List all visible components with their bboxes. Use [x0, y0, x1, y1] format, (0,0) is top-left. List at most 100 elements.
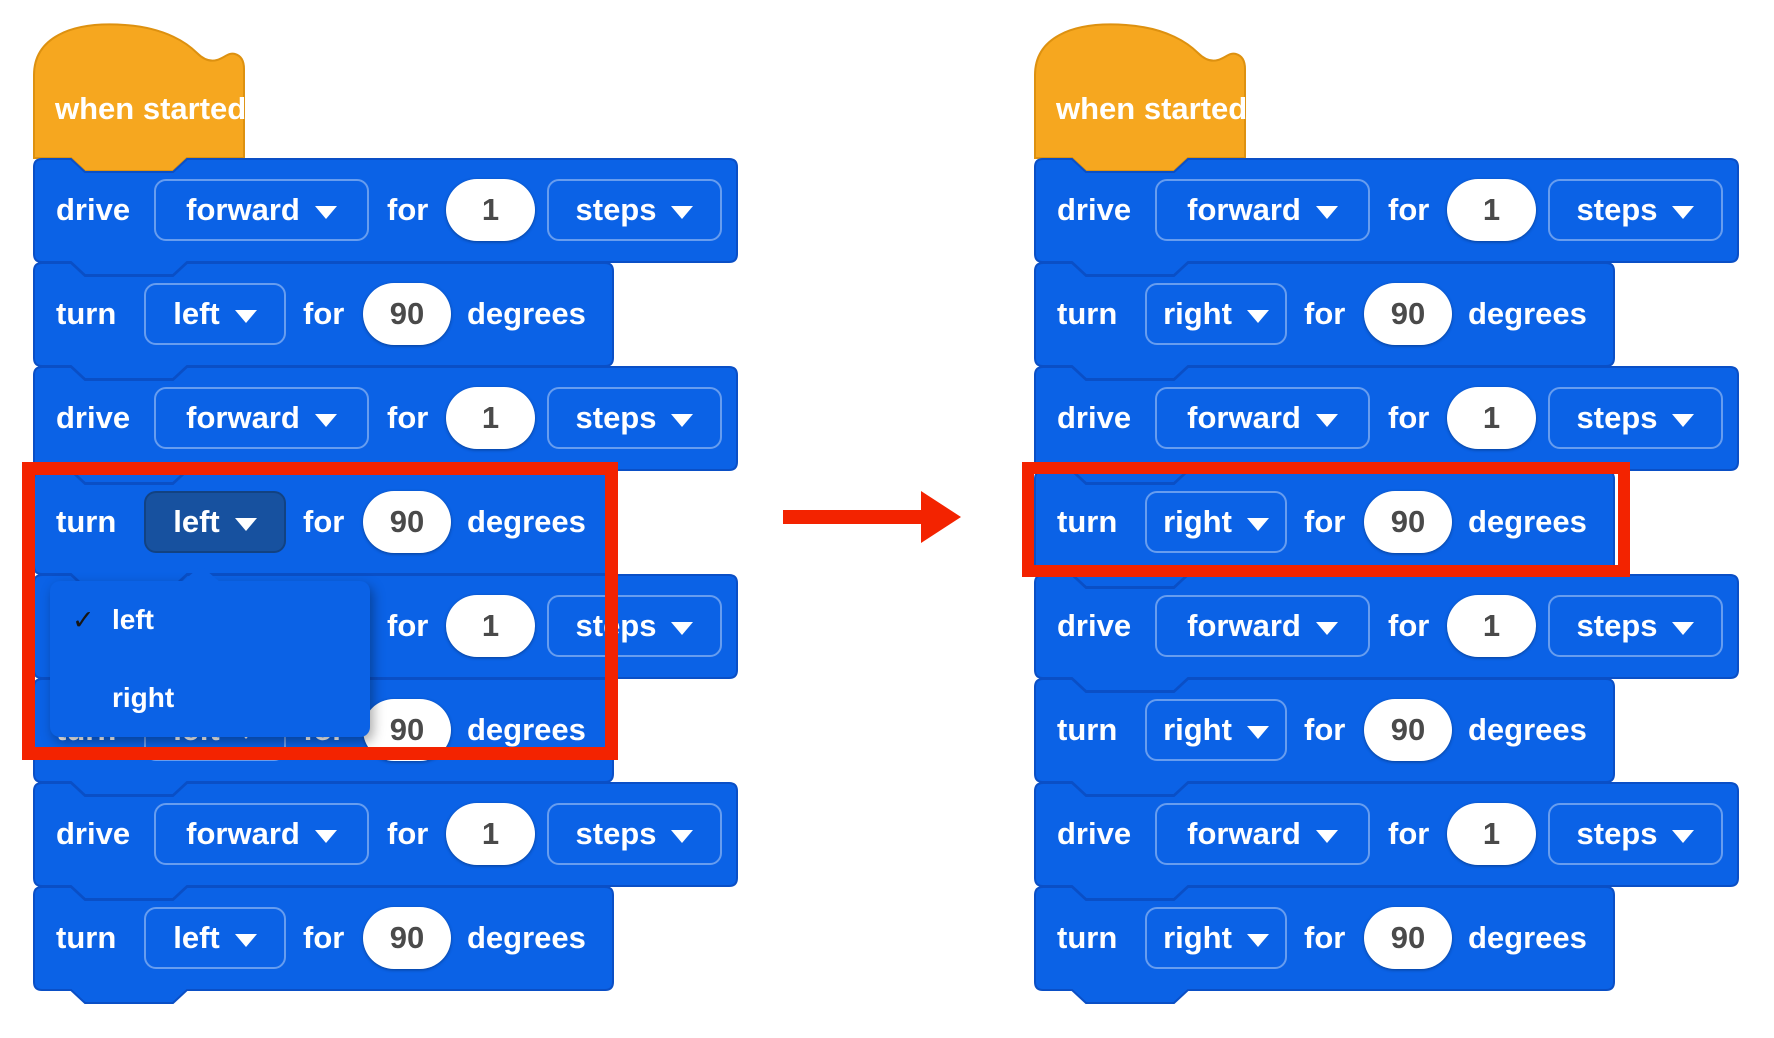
angle-value-input[interactable]: 90	[1364, 491, 1452, 553]
distance-value-input[interactable]: 1	[446, 179, 535, 241]
direction-dropdown[interactable]: forward	[1155, 803, 1370, 865]
unit-value: steps	[1576, 816, 1658, 851]
chevron-down-icon	[1246, 517, 1269, 531]
drive-block[interactable]: drive forward for 1 steps	[33, 158, 738, 276]
turn-block[interactable]: turn right for 90 degrees	[1034, 262, 1739, 380]
direction-dropdown[interactable]: right	[1145, 699, 1287, 761]
for-label: for	[1388, 192, 1430, 227]
drive-block[interactable]: drive forward for 1 steps	[33, 366, 738, 484]
dropdown-option-label: right	[112, 682, 175, 713]
hat-block-shape	[33, 23, 245, 172]
hat-block-shape	[1034, 23, 1246, 172]
direction-value: forward	[1187, 816, 1301, 851]
turn-block[interactable]: turn right for 90 degrees	[1034, 678, 1739, 796]
chevron-down-icon	[1672, 413, 1695, 427]
distance-value-input[interactable]: 1	[1447, 595, 1536, 657]
direction-dropdown[interactable]: forward	[154, 179, 369, 241]
chevron-down-icon	[1246, 309, 1269, 323]
check-icon: ✓	[72, 604, 95, 635]
distance-value-input[interactable]: 1	[1447, 387, 1536, 449]
direction-dropdown[interactable]: forward	[154, 387, 369, 449]
direction-dropdown[interactable]: forward	[154, 803, 369, 865]
angle-value-input[interactable]: 90	[363, 491, 451, 553]
unit-value: steps	[1576, 192, 1658, 227]
unit-value: steps	[575, 192, 657, 227]
chevron-down-icon	[671, 205, 694, 219]
direction-dropdown[interactable]: forward	[1155, 595, 1370, 657]
turn-block-selected[interactable]: turn left for 90 degrees	[33, 470, 738, 588]
distance-value-input[interactable]: 1	[446, 387, 535, 449]
unit-dropdown[interactable]: steps	[547, 387, 722, 449]
chevron-down-icon	[671, 829, 694, 843]
direction-dropdown[interactable]: right	[1145, 907, 1287, 969]
direction-value: right	[1163, 920, 1232, 955]
distance-value-input[interactable]: 1	[1447, 179, 1536, 241]
chevron-down-icon	[234, 517, 257, 531]
chevron-down-icon	[1672, 205, 1695, 219]
unit-dropdown[interactable]: steps	[1548, 595, 1723, 657]
unit-dropdown[interactable]: steps	[1548, 387, 1723, 449]
dropdown-option-left[interactable]: ✓ left	[50, 581, 370, 659]
angle-value-input[interactable]: 90	[1364, 283, 1452, 345]
drive-block[interactable]: drive forward for 1 steps	[1034, 782, 1739, 900]
for-label: for	[303, 920, 345, 955]
drive-block[interactable]: drive forward for 1 steps	[33, 782, 738, 900]
for-label: for	[303, 504, 345, 539]
direction-value: right	[1163, 296, 1232, 331]
direction-value: forward	[1187, 192, 1301, 227]
distance-value-input[interactable]: 1	[1447, 803, 1536, 865]
degrees-label: degrees	[467, 712, 586, 747]
unit-dropdown[interactable]: steps	[1548, 179, 1723, 241]
for-label: for	[387, 400, 429, 435]
when-started-hat-block[interactable]: when started	[33, 23, 246, 173]
drive-block[interactable]: drive forward for 1 steps	[1034, 158, 1739, 276]
angle-value-input[interactable]: 90	[1364, 699, 1452, 761]
degrees-label: degrees	[1468, 920, 1587, 955]
direction-dropdown[interactable]: right	[1145, 491, 1287, 553]
unit-dropdown[interactable]: steps	[547, 179, 722, 241]
block-keyword: drive	[56, 192, 131, 227]
unit-dropdown[interactable]: steps	[547, 803, 722, 865]
turn-block[interactable]: turn left for 90 degrees	[33, 886, 738, 1004]
for-label: for	[1304, 712, 1346, 747]
turn-block[interactable]: turn right for 90 degrees	[1034, 886, 1739, 1004]
dropdown-menu: ✓ left right	[50, 566, 370, 737]
for-label: for	[303, 296, 345, 331]
block-keyword: turn	[1057, 712, 1118, 747]
turn-block-changed[interactable]: turn right for 90 degrees	[1034, 470, 1739, 588]
direction-value: forward	[186, 400, 300, 435]
block-keyword: drive	[1057, 400, 1132, 435]
direction-value: left	[173, 504, 220, 539]
chevron-down-icon	[671, 413, 694, 427]
angle-value-input[interactable]: 90	[363, 699, 451, 761]
degrees-label: degrees	[467, 504, 586, 539]
direction-dropdown[interactable]: left	[144, 907, 286, 969]
distance-value-input[interactable]: 1	[446, 803, 535, 865]
direction-dropdown[interactable]: forward	[1155, 179, 1370, 241]
angle-value-input[interactable]: 90	[363, 283, 451, 345]
distance-value-input[interactable]: 1	[446, 595, 535, 657]
direction-value: forward	[186, 192, 300, 227]
unit-dropdown[interactable]: steps	[547, 595, 722, 657]
unit-dropdown[interactable]: steps	[1548, 803, 1723, 865]
direction-dropdown[interactable]: forward	[1155, 387, 1370, 449]
dropdown-option-right[interactable]: right	[50, 659, 370, 737]
direction-dropdown[interactable]: right	[1145, 283, 1287, 345]
drive-block[interactable]: drive forward for 1 steps	[1034, 366, 1739, 484]
chevron-down-icon	[1246, 933, 1269, 947]
degrees-label: degrees	[467, 296, 586, 331]
direction-dropdown[interactable]: left	[144, 283, 286, 345]
angle-value-input[interactable]: 90	[363, 907, 451, 969]
direction-value: forward	[1187, 400, 1301, 435]
when-started-hat-block[interactable]: when started	[1034, 23, 1247, 173]
for-label: for	[1304, 920, 1346, 955]
direction-value: right	[1163, 504, 1232, 539]
direction-dropdown-open[interactable]: left	[144, 491, 286, 553]
angle-value-input[interactable]: 90	[1364, 907, 1452, 969]
turn-block[interactable]: turn left for 90 degrees	[33, 262, 738, 380]
block-keyword: drive	[1057, 608, 1132, 643]
for-label: for	[1388, 608, 1430, 643]
degrees-label: degrees	[1468, 504, 1587, 539]
unit-value: steps	[575, 400, 657, 435]
drive-block[interactable]: drive forward for 1 steps	[1034, 574, 1739, 692]
